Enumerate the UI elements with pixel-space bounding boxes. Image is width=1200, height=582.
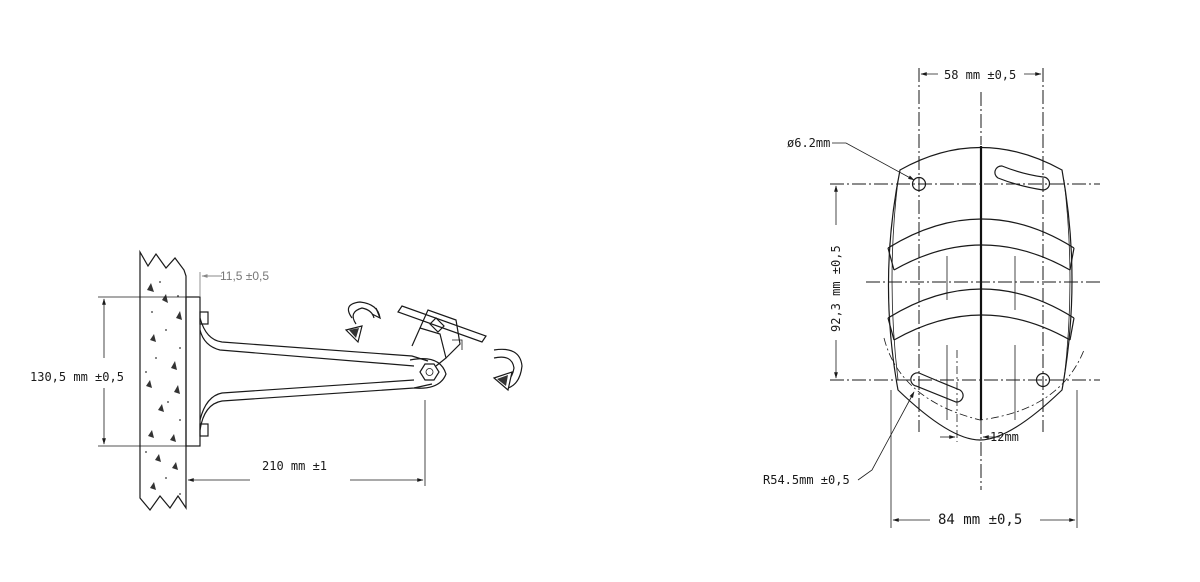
rotation-arrow-icon: [344, 301, 382, 344]
reach-dimension: 210 mm ±1: [185, 400, 426, 486]
wall-section: [139, 249, 187, 511]
base-plate: [185, 296, 201, 447]
slot-width-label: 12mm: [990, 430, 1019, 444]
slot-radius-dimension: R54.5mm ±0,5: [763, 391, 915, 487]
height-dimension: 130,5 mm ±0,5: [30, 296, 186, 447]
front-view: 58 mm ±0,5 ø6.2mm 92,3 mm ±0,5 12mm R54.…: [763, 68, 1100, 528]
hole-spacing-dimension: 58 mm ±0,5: [920, 68, 1042, 82]
vertical-spacing-dimension: 92,3 mm ±0,5: [829, 185, 843, 379]
tilt-head: [397, 305, 487, 367]
slot-top-right: [994, 165, 1051, 191]
pivot-knuckle: [409, 358, 447, 389]
width-dimension: 84 mm ±0,5: [890, 390, 1078, 528]
hole-diameter-label: ø6.2mm: [787, 136, 830, 150]
plate-thickness-dimension: 11,5 ±0,5: [199, 269, 269, 296]
hex-nut: [419, 363, 440, 381]
upper-arm: [199, 317, 429, 367]
hole-diameter-dimension: ø6.2mm: [787, 136, 915, 181]
rotation-arrow-icon: [492, 348, 523, 392]
reach-label: 210 mm ±1: [262, 459, 327, 473]
width-label: 84 mm ±0,5: [938, 512, 1022, 528]
plate-thickness-label: 11,5 ±0,5: [220, 269, 269, 283]
lower-arm: [199, 379, 433, 431]
slot-radius-label: R54.5mm ±0,5: [763, 473, 850, 487]
bracket-outline: [887, 146, 1073, 441]
radius-arc: [883, 337, 1085, 421]
slot-bottom-left: [910, 372, 964, 403]
vertical-spacing-label: 92,3 mm ±0,5: [829, 245, 843, 332]
hole-spacing-label: 58 mm ±0,5: [944, 68, 1016, 82]
side-view: 11,5 ±0,5 130,5 mm ±0,5 210 mm ±1: [30, 249, 523, 511]
height-label: 130,5 mm ±0,5: [30, 370, 124, 384]
slot-width-dimension: 12mm: [940, 430, 1019, 444]
